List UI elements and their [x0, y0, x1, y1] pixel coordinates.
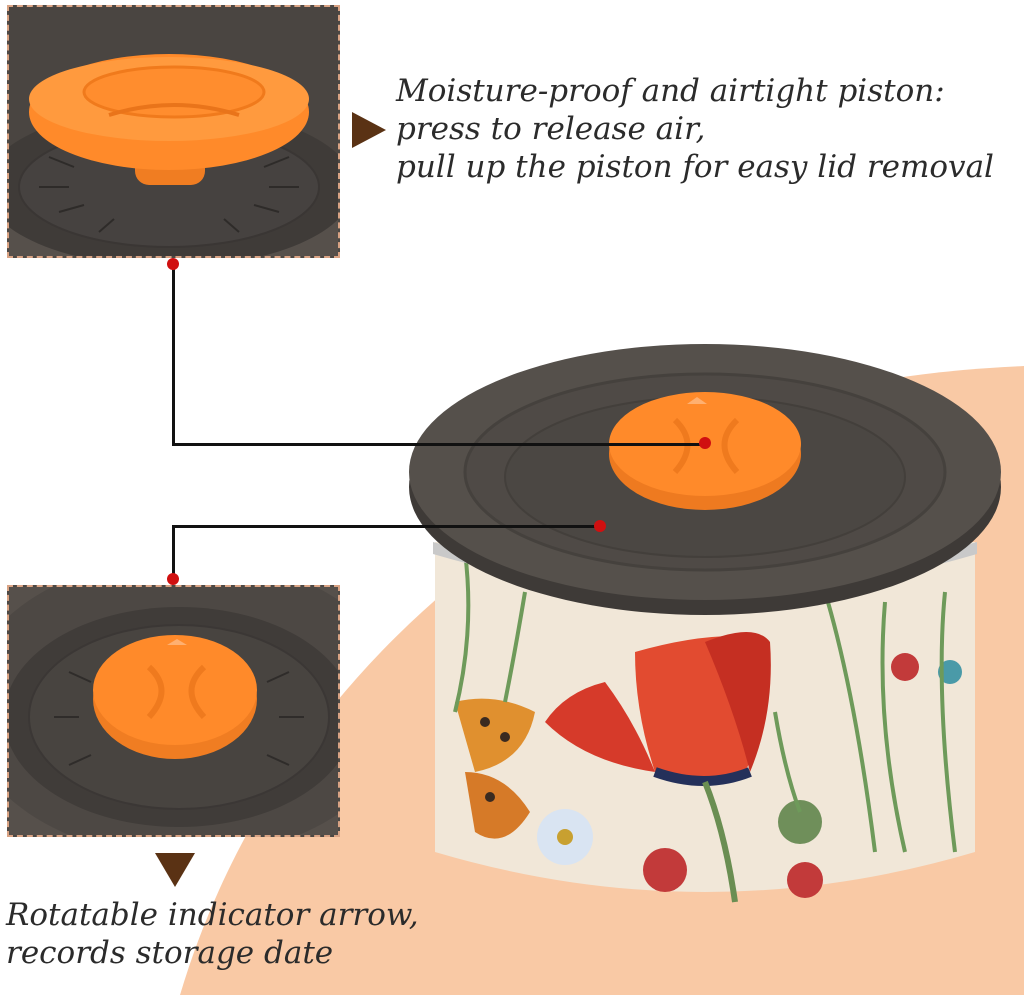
piston-callout-line-horizontal [172, 443, 705, 446]
small-flowers [537, 653, 962, 898]
indicator-callout-dot-product [594, 520, 606, 532]
piston-caption-line-1: Moisture-proof and airtight piston: [396, 73, 945, 109]
indicator-callout-line-horizontal [172, 525, 600, 528]
indicator-closeup-image [7, 585, 340, 837]
piston-caption-line-3: pull up the piston for easy lid removal [396, 149, 994, 185]
piston-callout-dot-product [699, 437, 711, 449]
indicator-caption-line-1: Rotatable indicator arrow, [6, 897, 419, 933]
indicator-callout-dot-bottom [167, 573, 179, 585]
indicator-callout-line-vertical [172, 525, 175, 579]
caption-arrow-down-icon [155, 853, 195, 887]
food-container-image [409, 344, 1001, 903]
piston-caption: Moisture-proof and airtight piston: pres… [396, 72, 994, 186]
butterfly [455, 698, 535, 839]
caption-arrow-right-icon [352, 112, 386, 148]
piston-callout-dot-top [167, 258, 179, 270]
piston-caption-line-2: press to release air, [396, 111, 706, 147]
indicator-caption-line-2: records storage date [6, 935, 334, 971]
piston-callout-line-vertical [172, 264, 175, 446]
indicator-caption: Rotatable indicator arrow, records stora… [6, 896, 419, 972]
piston-closeup-image [7, 5, 340, 258]
poppy-flower [545, 632, 771, 903]
